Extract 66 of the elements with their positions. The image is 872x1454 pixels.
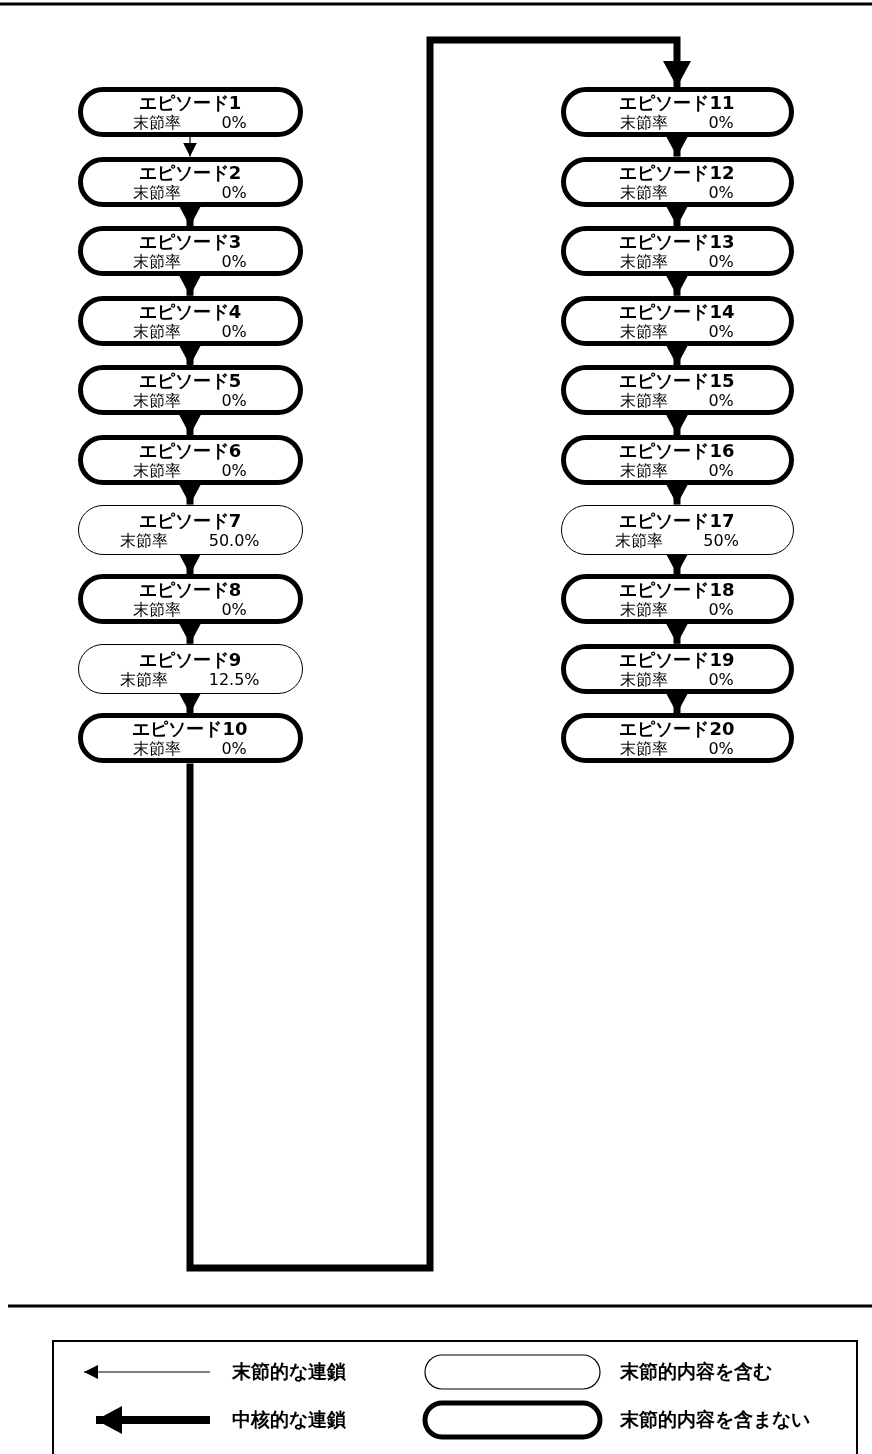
episode-box bbox=[560, 87, 794, 137]
episode-box bbox=[560, 504, 794, 555]
rate-text: 末節率 0% bbox=[620, 321, 734, 341]
episode-title: エピソード9 bbox=[138, 648, 242, 670]
episode-title: エピソード19 bbox=[619, 648, 735, 670]
episode-box bbox=[77, 504, 303, 555]
rate-text: 末節率 50.0% bbox=[120, 530, 260, 550]
episode-box bbox=[77, 87, 303, 137]
arrow bbox=[183, 136, 197, 158]
episode-title: エピソード18 bbox=[619, 579, 735, 601]
episode-box bbox=[77, 713, 303, 764]
episode-title: エピソード1 bbox=[138, 92, 242, 113]
episode-title: エピソード16 bbox=[619, 440, 735, 461]
rate-text: 末節率 0% bbox=[133, 252, 247, 272]
episode-box bbox=[77, 643, 303, 694]
episode-box bbox=[77, 574, 303, 625]
rate-text: 末節率 0% bbox=[133, 182, 247, 202]
episode-box bbox=[77, 435, 303, 485]
episode-box bbox=[560, 156, 794, 207]
rate-text: 末節率 50% bbox=[615, 530, 739, 550]
rate-text: 末節率 12.5% bbox=[120, 669, 260, 689]
episode-title: エピソード14 bbox=[619, 300, 735, 322]
legend-label: 末節的内容を含まない bbox=[620, 1407, 810, 1432]
episode-title: エピソード13 bbox=[619, 231, 735, 253]
episode-box bbox=[560, 574, 794, 625]
episode-box bbox=[560, 435, 794, 485]
episode-box bbox=[560, 643, 794, 694]
rate-text: 末節率 0% bbox=[620, 391, 734, 411]
episode-title: エピソード4 bbox=[138, 300, 242, 322]
arrow bbox=[186, 36, 691, 1272]
episode-title: エピソード6 bbox=[138, 440, 242, 461]
rate-text: 末節率 0% bbox=[133, 600, 247, 620]
legend-label: 末節的な連鎖 bbox=[232, 1359, 346, 1384]
rate-text: 末節率 0% bbox=[620, 461, 734, 480]
episode-title: エピソード10 bbox=[132, 718, 248, 740]
episode-box bbox=[560, 226, 794, 277]
legend-label: 中核的な連鎖 bbox=[232, 1407, 346, 1432]
rate-text: 末節率 0% bbox=[620, 739, 734, 759]
rate-text: 末節率 0% bbox=[620, 252, 734, 272]
episode-box bbox=[77, 226, 303, 277]
rate-text: 末節率 0% bbox=[133, 113, 247, 132]
episode-title: エピソード11 bbox=[619, 92, 735, 113]
episode-title: エピソード5 bbox=[138, 370, 242, 392]
episode-box bbox=[560, 713, 794, 764]
episode-title: エピソード2 bbox=[138, 161, 242, 183]
episode-title: エピソード20 bbox=[619, 718, 735, 740]
legend-label: 末節的内容を含む bbox=[620, 1359, 772, 1384]
episode-box bbox=[560, 365, 794, 416]
episode-title: エピソード8 bbox=[138, 579, 242, 601]
episode-box bbox=[77, 295, 303, 346]
rate-text: 末節率 0% bbox=[620, 669, 734, 689]
episode-title: エピソード7 bbox=[138, 509, 242, 531]
episode-title: エピソード15 bbox=[619, 370, 735, 392]
episode-title: エピソード17 bbox=[619, 509, 735, 531]
rate-text: 末節率 0% bbox=[620, 113, 734, 132]
episode-box bbox=[77, 156, 303, 207]
rate-text: 末節率 0% bbox=[133, 461, 247, 480]
episode-box bbox=[560, 295, 794, 346]
rate-text: 末節率 0% bbox=[133, 739, 247, 759]
episode-title: エピソード12 bbox=[619, 161, 735, 183]
episode-box bbox=[77, 365, 303, 416]
rate-text: 末節率 0% bbox=[133, 321, 247, 341]
episode-title: エピソード3 bbox=[138, 231, 242, 253]
rate-text: 末節率 0% bbox=[620, 182, 734, 202]
rate-text: 末節率 0% bbox=[133, 391, 247, 411]
rate-text: 末節率 0% bbox=[620, 600, 734, 620]
